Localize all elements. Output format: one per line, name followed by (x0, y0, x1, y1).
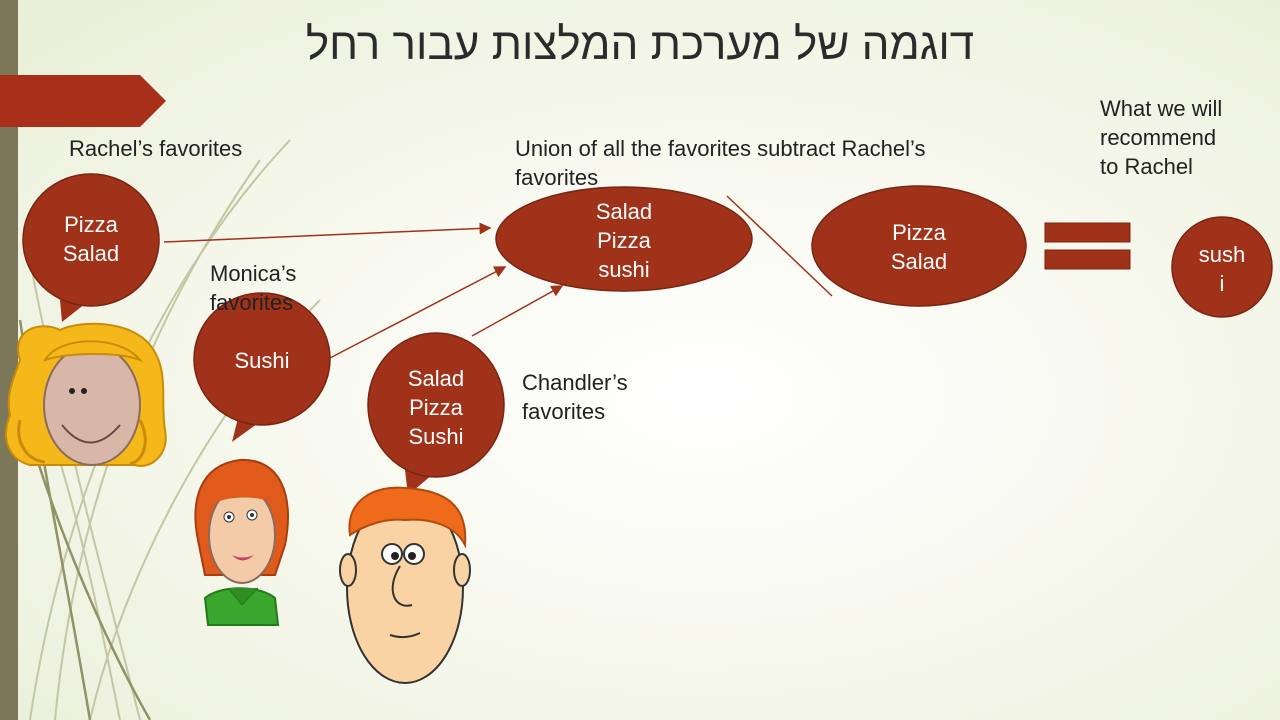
slide-title: דוגמה של מערכת המלצות עבור רחל (305, 20, 975, 69)
subtract-slash (726, 195, 833, 297)
equals-bottom-bar (1044, 249, 1131, 270)
monica-bubble (193, 292, 331, 426)
result-circle (1171, 216, 1273, 318)
union-label: Union of all the favorites subtract Rach… (515, 136, 926, 190)
union-oval (495, 186, 753, 292)
chandler-face-icon (339, 486, 471, 684)
result-circle-text: sush i (1198, 242, 1246, 296)
rachel-bubble-text: Pizza Salad (62, 212, 120, 266)
chandler-bubble-text: Salad Pizza Sushi (407, 366, 465, 449)
equals-top-bar (1044, 222, 1131, 243)
monica-face-icon (194, 458, 289, 626)
arrow-monica-to-union (329, 266, 507, 359)
union-oval-text: Salad Pizza sushi (595, 199, 653, 282)
monica-favorites-label: Monica’s favorites (210, 261, 297, 315)
monica-bubble-text: Sushi (234, 348, 290, 373)
rachel-bubble (22, 173, 160, 307)
accent-tab (0, 75, 166, 127)
chandler-bubble (367, 332, 505, 478)
arrow-rachel-to-union (163, 222, 492, 243)
arrow-chandler-to-union (471, 285, 564, 337)
rachel-favorites-label: Rachel’s favorites (69, 136, 243, 161)
rachel-face-icon (5, 322, 167, 467)
sidebar-bar (0, 0, 18, 720)
recommend-label: What we will recommend to Rachel (1100, 96, 1223, 179)
subtract-oval (811, 185, 1027, 307)
chandler-favorites-label: Chandler’s favorites (522, 370, 628, 424)
subtract-oval-text: Pizza Salad (890, 220, 948, 274)
